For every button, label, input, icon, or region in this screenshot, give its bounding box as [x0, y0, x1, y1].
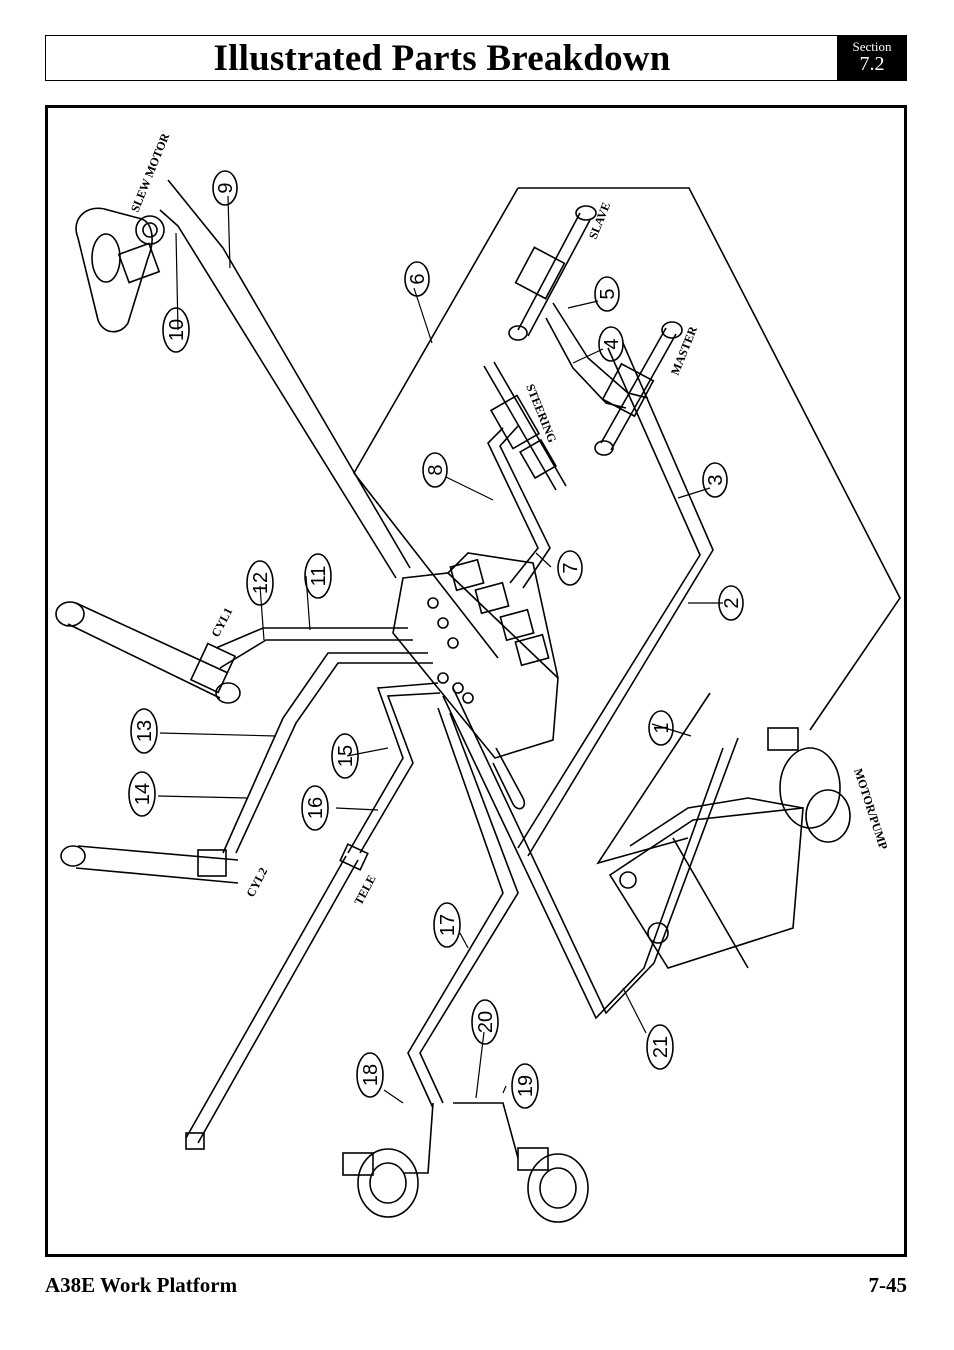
- svg-text:11: 11: [308, 566, 330, 587]
- section-number: 7.2: [859, 53, 885, 75]
- label-tele: TELE: [351, 873, 378, 908]
- steering-cylinder: [483, 361, 567, 491]
- callouts: 1 2 3 4 5 6 7 8 9 10 11 12 13 14 15 16 1…: [128, 170, 744, 1109]
- wheel-motor-right: [517, 1147, 589, 1223]
- callout-11: 11: [304, 553, 332, 599]
- page-title: Illustrated Parts Breakdown: [213, 37, 671, 79]
- master-cylinder: [594, 321, 683, 456]
- footer-page-number: 7-45: [868, 1273, 908, 1297]
- svg-text:3: 3: [705, 474, 727, 485]
- callout-10: 10: [162, 307, 190, 353]
- svg-text:17: 17: [437, 914, 459, 936]
- wheel-motor-left: [342, 1148, 419, 1218]
- label-slew-motor: SLEW MOTOR: [128, 131, 173, 214]
- svg-text:20: 20: [475, 1011, 497, 1033]
- callout-15: 15: [331, 733, 359, 779]
- label-master: MASTER: [668, 324, 700, 377]
- hose-lines: [159, 179, 901, 1174]
- svg-text:21: 21: [650, 1036, 672, 1058]
- callout-16: 16: [301, 785, 329, 831]
- slave-cylinder: [508, 205, 597, 341]
- svg-text:8: 8: [425, 464, 447, 475]
- valve-manifold: [392, 552, 559, 810]
- callout-21: 21: [646, 1024, 674, 1070]
- callout-5: 5: [594, 276, 620, 312]
- svg-text:16: 16: [305, 797, 327, 819]
- footer-product-name: A38E Work Platform: [45, 1273, 238, 1297]
- svg-text:5: 5: [597, 288, 619, 299]
- callout-1: 1: [648, 710, 674, 746]
- hydraulic-schematic: SLEW MOTOR SLAVE MASTER STEERING CYL1 CY…: [55, 131, 901, 1223]
- parts-diagram-frame: SLEW MOTOR SLAVE MASTER STEERING CYL1 CY…: [45, 105, 907, 1257]
- svg-text:7: 7: [560, 562, 582, 573]
- tele-cylinder: [185, 843, 369, 1150]
- callout-4: 4: [598, 326, 624, 362]
- svg-text:2: 2: [721, 597, 743, 608]
- svg-text:4: 4: [601, 338, 623, 349]
- callout-3: 3: [702, 462, 728, 498]
- cylinder-2: [60, 845, 239, 884]
- callout-14: 14: [128, 771, 156, 817]
- slew-motor-component: [75, 207, 165, 333]
- label-cyl1: CYL1: [208, 605, 235, 639]
- callout-7: 7: [557, 550, 583, 586]
- svg-text:18: 18: [360, 1064, 382, 1086]
- cylinder-1: [55, 601, 241, 704]
- callout-9: 9: [212, 170, 238, 206]
- svg-text:9: 9: [215, 182, 237, 193]
- svg-text:1: 1: [651, 722, 673, 733]
- svg-text:6: 6: [407, 273, 429, 284]
- callout-17: 17: [433, 902, 461, 948]
- section-badge: Section 7.2: [837, 36, 906, 80]
- svg-text:13: 13: [134, 720, 156, 742]
- callout-18: 18: [356, 1052, 384, 1098]
- label-cyl2: CYL2: [243, 865, 270, 899]
- svg-text:14: 14: [132, 783, 154, 805]
- svg-text:15: 15: [335, 745, 357, 767]
- motor-pump-tank: [608, 727, 851, 969]
- svg-text:10: 10: [166, 319, 188, 341]
- svg-text:19: 19: [515, 1075, 537, 1097]
- label-steering: STEERING: [523, 382, 559, 445]
- callout-2: 2: [718, 585, 744, 621]
- section-label: Section: [852, 39, 892, 54]
- svg-text:12: 12: [250, 572, 272, 594]
- callout-6: 6: [404, 261, 430, 297]
- page-header: Illustrated Parts Breakdown Section 7.2: [45, 35, 907, 81]
- label-motor-pump: MOTOR/PUMP: [851, 767, 890, 852]
- callout-19: 19: [511, 1063, 539, 1109]
- callout-8: 8: [422, 452, 448, 488]
- callout-13: 13: [130, 708, 158, 754]
- callout-12: 12: [246, 560, 274, 606]
- callout-20: 20: [471, 999, 499, 1045]
